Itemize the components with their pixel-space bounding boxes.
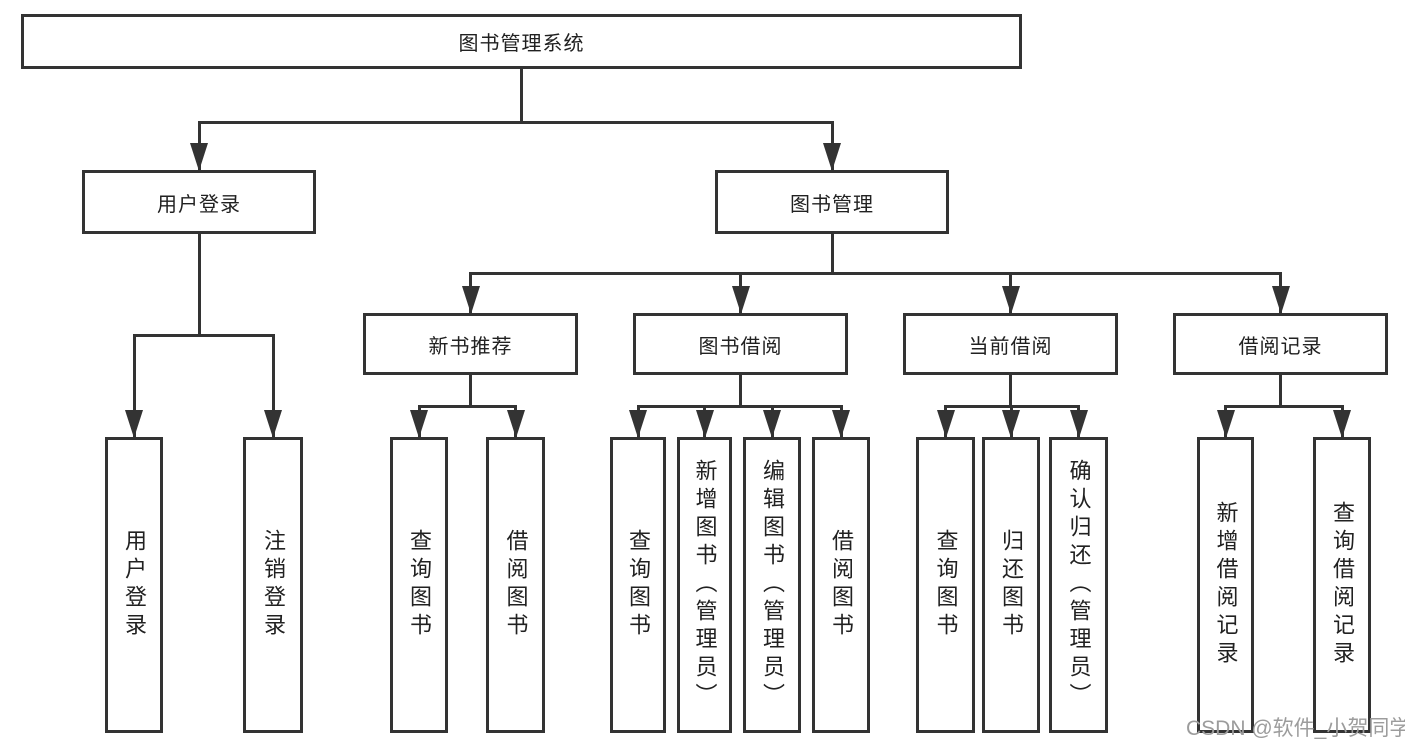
node-label-leaf-bw-edit: 编辑图书（管理员） [760,459,785,711]
arrowhead-leaf-cur-query [936,410,955,438]
node-label-leaf-user-login: 用户登录 [122,529,147,641]
connector-rail-book-mgmt [469,271,1282,275]
node-current-borrow: 当前借阅 [903,313,1118,375]
node-leaf-bw-borrow: 借阅图书 [812,437,870,733]
node-label-user-login: 用户登录 [157,193,241,216]
node-leaf-nb-borrow: 借阅图书 [486,437,545,733]
node-leaf-rec-query: 查询借阅记录 [1313,437,1371,733]
arrowhead-book-borrow [731,286,750,314]
arrowhead-leaf-bw-query [629,410,647,438]
arrowhead-user-login [190,143,208,171]
connector-rail-borrow-records [1224,404,1344,408]
node-label-book-borrow: 图书借阅 [698,335,783,358]
node-label-leaf-bw-query: 查询图书 [626,529,651,641]
node-leaf-user-login: 用户登录 [105,437,163,733]
arrowhead-leaf-user-login [125,410,143,438]
connector-drop-leaf-user-login [132,335,136,437]
node-leaf-bw-query: 查询图书 [610,437,666,733]
arrowhead-leaf-bw-borrow [832,410,850,438]
node-label-book-mgmt: 图书管理 [790,193,874,216]
arrowhead-leaf-nb-query [410,410,428,438]
arrowhead-leaf-rec-add [1216,410,1235,438]
node-borrow-records: 借阅记录 [1173,313,1388,375]
connector-stem-book-mgmt [830,234,834,273]
node-root: 图书管理系统 [21,14,1022,69]
node-leaf-bw-edit: 编辑图书（管理员） [743,437,801,733]
node-book-borrow: 图书借阅 [633,313,848,375]
node-label-leaf-bw-borrow: 借阅图书 [829,529,854,641]
arrowhead-borrow-records [1271,286,1290,314]
node-label-current-borrow: 当前借阅 [968,335,1053,358]
node-leaf-logout: 注销登录 [243,437,303,733]
connector-drop-leaf-logout [271,335,275,437]
connector-rail-book-borrow [636,404,843,408]
arrowhead-leaf-logout [264,410,282,438]
watermark-text: CSDN @软件_小贺同学 [1186,717,1405,740]
arrowhead-current-borrow [1001,286,1020,314]
node-leaf-rec-add: 新增借阅记录 [1197,437,1254,733]
connector-stem-current-borrow [1009,375,1012,406]
node-label-leaf-rec-query: 查询借阅记录 [1330,501,1355,669]
node-label-root: 图书管理系统 [458,33,585,55]
node-label-leaf-cur-confirm: 确认归还（管理员） [1066,459,1092,711]
node-leaf-bw-add: 新增图书（管理员） [677,437,732,733]
connector-stem-new-book-rec [469,375,472,406]
arrowhead-book-mgmt [823,143,841,171]
node-label-leaf-nb-query: 查询图书 [407,529,432,641]
node-leaf-cur-query: 查询图书 [916,437,975,733]
arrowhead-leaf-cur-return [1002,410,1020,438]
connector-rail-user-login [132,333,275,337]
node-label-leaf-rec-add: 新增借阅记录 [1213,501,1239,669]
connector-stem-user-login [197,234,201,335]
node-label-leaf-logout: 注销登录 [261,529,286,641]
node-label-leaf-cur-query: 查询图书 [933,529,959,641]
arrowhead-leaf-bw-add [695,410,714,438]
node-leaf-nb-query: 查询图书 [390,437,448,733]
node-new-book-rec: 新书推荐 [363,313,578,375]
connector-stem-book-borrow [739,375,742,406]
node-leaf-cur-confirm: 确认归还（管理员） [1049,437,1108,733]
connector-stem-root [520,69,523,122]
node-label-new-book-rec: 新书推荐 [428,335,513,358]
node-user-login: 用户登录 [82,170,316,234]
node-label-borrow-records: 借阅记录 [1238,335,1323,358]
arrowhead-leaf-rec-query [1333,410,1351,438]
connector-stem-borrow-records [1279,375,1282,406]
node-leaf-cur-return: 归还图书 [982,437,1040,733]
node-label-leaf-nb-borrow: 借阅图书 [503,529,529,641]
arrowhead-new-book-rec [461,286,480,314]
node-label-leaf-cur-return: 归还图书 [999,529,1024,641]
arrowhead-leaf-nb-borrow [506,410,525,438]
node-book-mgmt: 图书管理 [715,170,949,234]
node-label-leaf-bw-add: 新增图书（管理员） [692,459,718,711]
connector-rail-root [197,120,834,124]
connector-rail-new-book-rec [417,404,517,408]
arrowhead-leaf-bw-edit [763,410,781,438]
arrowhead-leaf-cur-confirm [1069,410,1088,438]
